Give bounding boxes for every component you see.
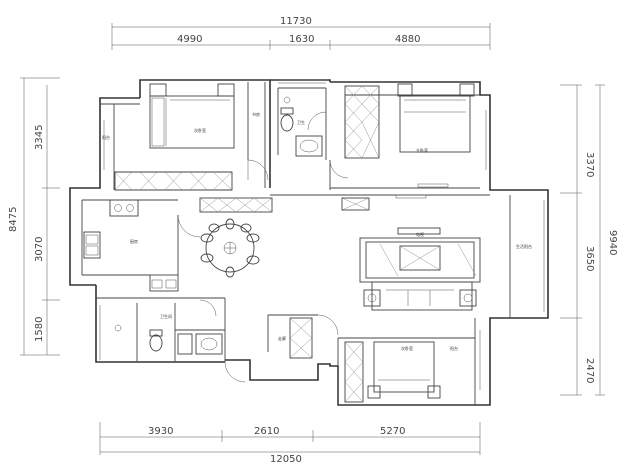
- interior-walls: [81, 82, 511, 405]
- room-label-bathroom: 卫生间: [160, 313, 172, 319]
- left-seg-2: 3070: [34, 237, 45, 262]
- toilet-bottom: [149, 329, 163, 352]
- room-label-study: 书房: [252, 111, 260, 117]
- top-seg-2: 1630: [289, 34, 314, 45]
- bottom-seg-3: 5270: [380, 426, 405, 437]
- room-label-right-bedroom: 主卧室: [416, 147, 428, 153]
- room-label-master: 次卧室: [194, 127, 206, 133]
- left-seg-1: 3345: [34, 125, 45, 150]
- room-label-balcony-bottom: 阳台: [450, 345, 458, 351]
- wardrobes: [114, 85, 380, 403]
- bed-top-left: [149, 83, 235, 149]
- exterior-walls: [69, 79, 549, 406]
- top-seg-1: 4990: [177, 34, 202, 45]
- sofa-set: [359, 237, 481, 311]
- sink-top: [295, 135, 323, 157]
- shower: [99, 305, 122, 360]
- left-total-dim: 8475: [8, 207, 19, 232]
- top-total-dim: 11730: [280, 16, 312, 27]
- windows: [103, 79, 545, 390]
- bottom-dimensions: 3930 2610 5270 12050: [99, 422, 481, 465]
- room-label-bottom-bedroom: 次卧室: [401, 345, 413, 351]
- room-label-corridor: 走廊: [278, 335, 286, 341]
- top-seg-3: 4880: [395, 34, 420, 45]
- room-label-balcony: 阳台: [102, 134, 110, 140]
- kitchen-fixtures: [83, 199, 179, 292]
- bed-bottom: [367, 341, 441, 399]
- right-seg-1: 3370: [584, 152, 595, 177]
- room-label-tv: 电视: [416, 231, 424, 237]
- right-total-dim: 9940: [607, 230, 618, 255]
- tv-cabinet: [397, 227, 441, 235]
- right-seg-2: 3650: [584, 246, 595, 271]
- room-label-toilet: 卫生: [297, 119, 305, 125]
- room-label-living-balcony: 生活阳台: [516, 243, 532, 249]
- right-dimensions: 3370 3650 2470 9940: [560, 84, 618, 396]
- right-seg-3: 2470: [584, 358, 595, 383]
- toilet-top: [280, 96, 294, 132]
- top-dimensions: 11730 4990 1630 4880: [111, 16, 491, 50]
- sink-bottom: [177, 333, 223, 355]
- bottom-seg-2: 2610: [254, 426, 279, 437]
- dining-table: [200, 218, 260, 278]
- bed-top-right: [397, 83, 475, 153]
- bottom-total-dim: 12050: [270, 454, 302, 465]
- doors: [177, 111, 349, 383]
- room-labels: 次卧室 主卧室 次卧室 阳台 书房 卫生 厨房 卫生间 电视 生活阳台 走廊 阳…: [102, 111, 532, 351]
- bottom-seg-1: 3930: [148, 426, 173, 437]
- room-label-kitchen: 厨房: [130, 238, 138, 244]
- left-seg-3: 1580: [34, 317, 45, 342]
- left-dimensions: 8475 3345 3070 1580: [8, 77, 60, 356]
